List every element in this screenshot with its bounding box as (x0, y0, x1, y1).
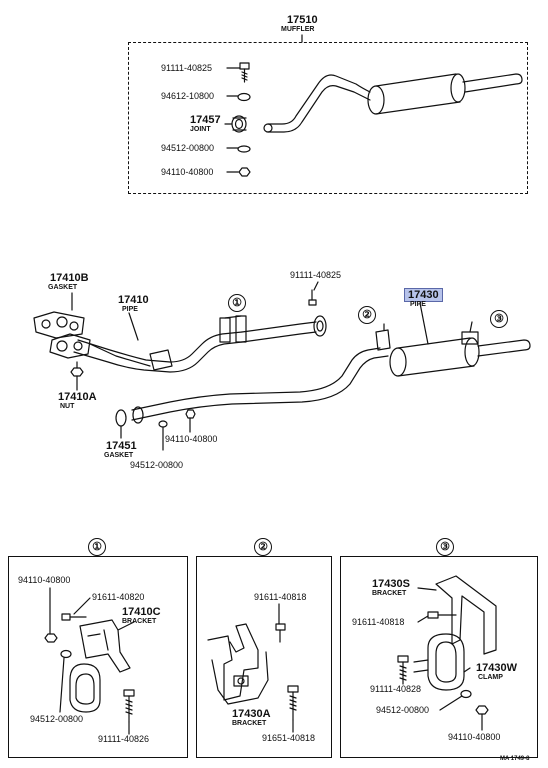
label-d3-17430s: 17430S (372, 578, 410, 590)
label-94512-00800-b: 94512-00800 (130, 460, 184, 470)
detail-2-title: ② (254, 538, 272, 556)
label-d2-17430a: 17430A (232, 708, 271, 720)
label-pipe-rear: PIPE (410, 301, 426, 308)
label-94612-10800: 94612-10800 (161, 91, 215, 101)
label-d3-bracket: BRACKET (372, 590, 407, 597)
label-joint: JOINT (190, 126, 211, 133)
clamp-3-icon (461, 321, 479, 345)
label-gasket-bottom: GASKET (104, 452, 134, 459)
bracket-2-icon (375, 323, 391, 351)
nut-lower-icon (185, 409, 196, 419)
joint-icon (231, 115, 247, 133)
label-d1-17410c: 17410C (122, 606, 161, 618)
label-94110-40800-a: 94110-40800 (161, 167, 214, 177)
label-17430: 17430 (404, 288, 443, 302)
detail-1-box (8, 556, 188, 758)
nut-icon (238, 167, 251, 177)
label-d2-91611-40818: 91611-40818 (254, 592, 307, 602)
muffler-assembly-box (128, 42, 528, 194)
detail-1-parts-art (44, 587, 135, 735)
label-nut: NUT (60, 403, 75, 410)
washer-lower-icon (158, 420, 168, 428)
label-d1-91111-40826: 91111-40826 (98, 734, 150, 744)
nut-17410a-icon (70, 361, 84, 377)
label-17457: 17457 (190, 114, 221, 126)
label-17510: 17510 (287, 14, 318, 26)
label-17410: 17410 (118, 294, 149, 306)
callout-3: ③ (490, 310, 508, 328)
washer-icon (237, 145, 251, 153)
label-d1-91611-40820: 91611-40820 (92, 592, 145, 602)
label-muffler: MUFFLER (281, 26, 315, 33)
detail-3-title: ③ (436, 538, 454, 556)
label-d3-91111-40828: 91111-40828 (370, 684, 422, 694)
clamp-1-icon (219, 315, 247, 343)
label-d2-bracket: BRACKET (232, 720, 267, 727)
label-gasket-top: GASKET (48, 284, 78, 291)
label-91111-40825-b: 91111-40825 (290, 270, 342, 280)
label-91111-40825-a: 91111-40825 (161, 63, 213, 73)
spring-washer-icon (237, 92, 251, 102)
detail-2-box (196, 556, 332, 758)
label-d1-94512-00800: 94512-00800 (30, 714, 84, 724)
gasket-17451-icon (115, 409, 127, 427)
label-17410b: 17410B (50, 272, 89, 284)
label-94512-00800-a: 94512-00800 (161, 143, 215, 153)
label-pipe-front: PIPE (122, 306, 138, 313)
bolt-top-icon (308, 289, 317, 306)
label-d2-91651-40818: 91651-40818 (262, 733, 316, 743)
label-d3-clamp: CLAMP (478, 674, 503, 681)
gasket-17410b-icon (33, 311, 91, 359)
label-d3-17430w: 17430W (476, 662, 517, 674)
callout-2: ② (358, 306, 376, 324)
label-17410a: 17410A (58, 391, 97, 403)
bolt-icon (239, 62, 250, 83)
label-d3-94110-40800: 94110-40800 (448, 732, 501, 742)
label-17451: 17451 (106, 440, 137, 452)
label-94110-40800-b: 94110-40800 (165, 434, 218, 444)
detail-2-parts-art (207, 603, 299, 733)
label-d1-bracket: BRACKET (122, 618, 157, 625)
label-d3-91611-40818: 91611-40818 (352, 617, 405, 627)
callout-1: ① (228, 294, 246, 312)
detail-1-title: ① (88, 538, 106, 556)
detail-3-parts-art (397, 575, 497, 731)
label-d3-94512-00800: 94512-00800 (376, 705, 430, 715)
detail-3-box (340, 556, 538, 758)
diagram-code: MA 1749-8 (500, 756, 530, 762)
label-d1-94110-40800: 94110-40800 (18, 575, 71, 585)
